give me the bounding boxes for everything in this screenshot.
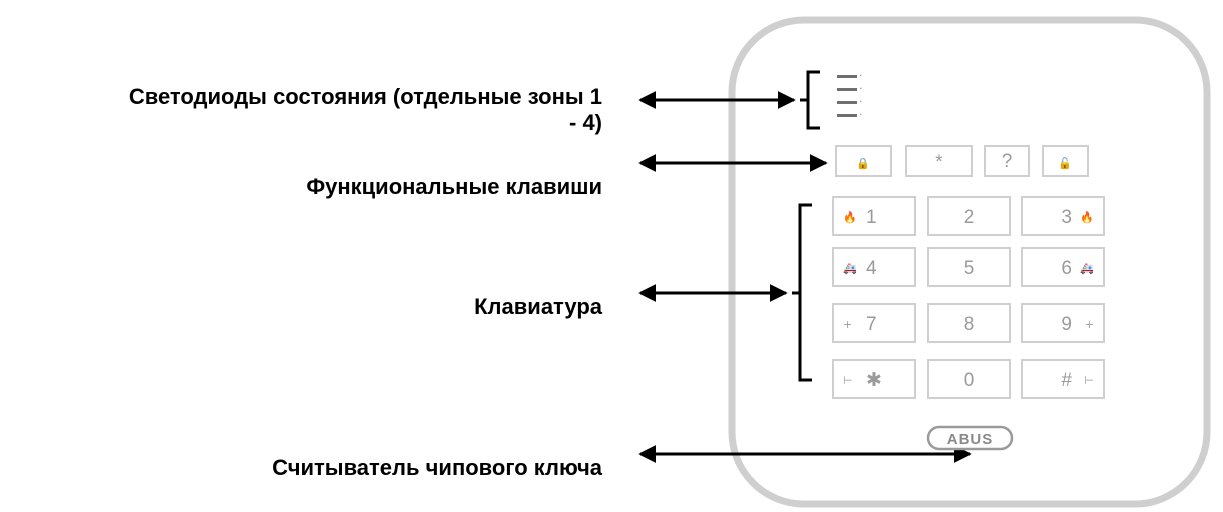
keypad-key-9[interactable] <box>1021 303 1105 343</box>
function-key-asterisk[interactable] <box>905 145 973 177</box>
keypad-key-0[interactable] <box>927 359 1011 399</box>
function-key-row: 🔒 * ? 🔓 <box>835 145 1089 177</box>
keypad-key-symbol-icon: + <box>1085 318 1094 331</box>
svg-text:·: · <box>859 108 863 121</box>
keypad-bracket <box>792 203 812 382</box>
keypad-key-symbol-icon: ⊢ <box>843 374 853 387</box>
question-icon: ? <box>1002 151 1013 172</box>
function-keys-label: Функциональные клавиши <box>306 174 602 199</box>
svg-text:·: · <box>859 95 863 108</box>
led-zone-3 <box>837 101 857 104</box>
brand-logo-badge <box>926 425 1014 451</box>
keypad-key-3[interactable] <box>1021 196 1105 236</box>
status-leds-label-line1: Светодиоды состояния (отдельные зоны 1 <box>128 84 602 109</box>
asterisk-icon: * <box>935 152 943 173</box>
keypad-key-symbol-icon: 🔥 <box>843 211 857 224</box>
lock-icon: 🔒 <box>856 157 870 170</box>
svg-text:·: · <box>859 69 863 82</box>
keypad-key-label: 7 <box>866 314 877 335</box>
keypad-key-label: 1 <box>866 207 877 228</box>
keypad-key-symbol-icon: 🚑 <box>843 262 857 275</box>
led-zone-2 <box>837 88 857 91</box>
keypad-key-2[interactable] <box>927 196 1011 236</box>
brand-logo-text: ABUS <box>947 431 994 448</box>
svg-text:·: · <box>859 82 863 95</box>
keypad-key-star[interactable] <box>832 359 916 399</box>
keypad-key-6[interactable] <box>1021 247 1105 287</box>
keypad-key-7[interactable] <box>832 303 916 343</box>
keypad-key-4[interactable] <box>832 247 916 287</box>
keypad-grid: 1 🔥 2 3 🔥 4 🚑 5 6 🚑 7 +8 9 + ✱ ⊢ 0 # ⊢ <box>832 196 1105 399</box>
led-zone-1 <box>837 75 857 78</box>
keypad-key-hash[interactable] <box>1021 359 1105 399</box>
status-leds: · · · · <box>837 69 863 121</box>
keypad-key-8[interactable] <box>927 303 1011 343</box>
keypad-key-label: 8 <box>964 314 975 335</box>
keypad-key-label: 9 <box>1061 314 1072 335</box>
keypad-key-label: 5 <box>964 258 975 279</box>
keypad-key-symbol-icon: 🚑 <box>1080 262 1094 275</box>
chip-key-reader-label: Считыватель чипового ключа <box>272 455 602 480</box>
function-key-lock[interactable] <box>835 145 892 177</box>
keypad-key-label: 2 <box>964 207 975 228</box>
function-key-question[interactable] <box>984 145 1030 177</box>
led-bracket <box>800 70 820 130</box>
keypad-key-label: 0 <box>964 370 975 391</box>
function-key-unlock[interactable] <box>1042 145 1089 177</box>
keypad-key-label: 4 <box>866 258 877 279</box>
keypad-key-label: # <box>1061 370 1072 391</box>
keypad-label: Клавиатура <box>474 294 602 319</box>
keypad-key-symbol-icon: 🔥 <box>1080 211 1094 224</box>
keypad-key-label: 3 <box>1061 207 1072 228</box>
keypad-key-5[interactable] <box>927 247 1011 287</box>
keypad-key-label: 6 <box>1061 258 1072 279</box>
keypad-key-symbol-icon: ⊢ <box>1084 374 1094 387</box>
keypad-key-symbol-icon: + <box>843 318 852 331</box>
status-leds-label: Светодиоды состояния (отдельные зоны 1 -… <box>0 84 602 136</box>
chip-key-reader[interactable]: ABUS <box>926 425 1014 451</box>
led-zone-4 <box>837 114 857 117</box>
unlock-icon: 🔓 <box>1058 157 1072 170</box>
keypad-key-1[interactable] <box>832 196 916 236</box>
status-leds-label-line2: - 4) <box>569 110 602 135</box>
keypad-key-label: ✱ <box>866 370 882 391</box>
